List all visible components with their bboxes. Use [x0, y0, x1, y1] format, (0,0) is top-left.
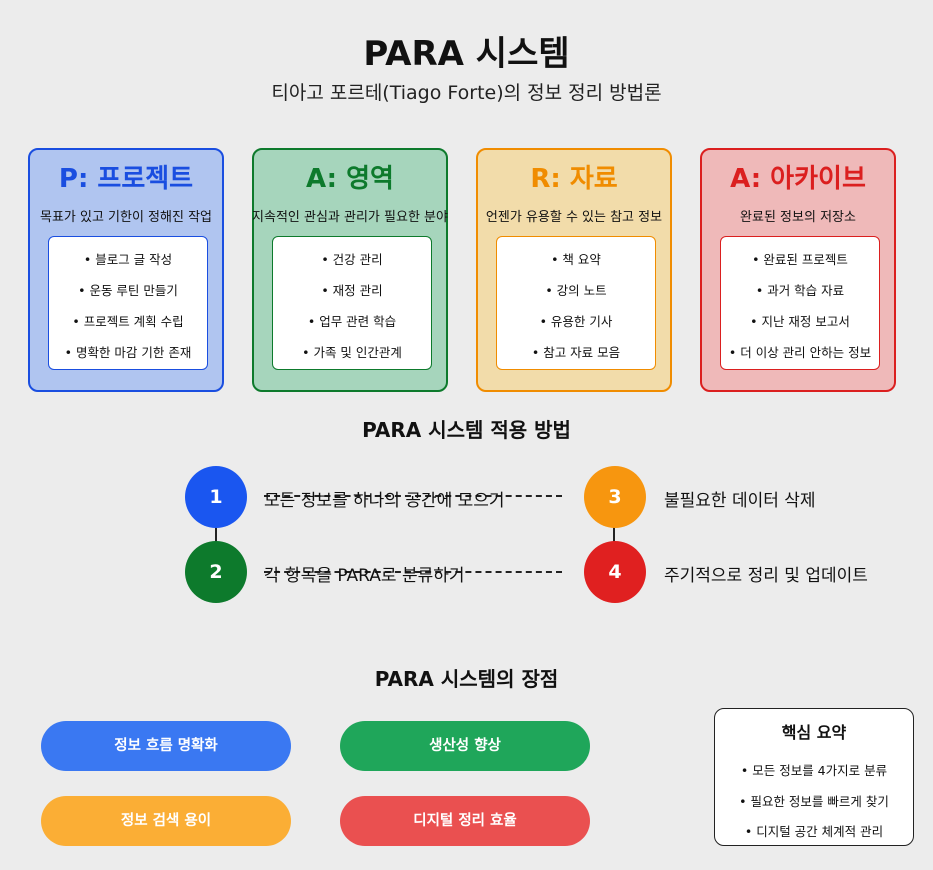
list-item: • 디지털 공간 체계적 관리 — [744, 824, 884, 839]
card-projects: P: 프로젝트 목표가 있고 기한이 정해진 작업 • 블로그 글 작성 • 운… — [28, 148, 224, 392]
list-item: • 운동 루틴 만들기 — [78, 283, 178, 298]
list-item: • 완료된 프로젝트 — [752, 252, 848, 267]
step-label: 불필요한 데이터 삭제 — [664, 491, 816, 511]
card-item-list: • 책 요약 • 강의 노트 • 유용한 기사 • 참고 자료 모음 — [496, 236, 656, 370]
list-item: • 업무 관련 학습 — [307, 314, 397, 329]
card-item-list: • 완료된 프로젝트 • 과거 학습 자료 • 지난 재정 보고서 • 더 이상… — [720, 236, 880, 370]
dashed-connector — [264, 571, 562, 573]
page-subtitle: 티아고 포르테(Tiago Forte)의 정보 정리 방법론 — [271, 82, 662, 104]
card-description: 목표가 있고 기한이 정해진 작업 — [39, 210, 212, 225]
step-label: 주기적으로 정리 및 업데이트 — [664, 566, 868, 586]
list-item: • 모든 정보를 4가지로 분류 — [740, 763, 888, 778]
connector-line — [613, 510, 615, 560]
benefit-pill: 디지털 정리 효율 — [340, 796, 590, 846]
list-item: • 유용한 기사 — [539, 314, 613, 329]
list-item: • 책 요약 — [551, 252, 601, 267]
card-archives: A: 아카이브 완료된 정보의 저장소 • 완료된 프로젝트 • 과거 학습 자… — [700, 148, 896, 392]
step-label: 모든 정보를 하나의 공간에 모으기 — [264, 491, 505, 511]
card-title: R: 자료 — [530, 164, 618, 194]
list-item: • 건강 관리 — [321, 252, 383, 267]
card-item-list: • 블로그 글 작성 • 운동 루틴 만들기 • 프로젝트 계획 수립 • 명확… — [48, 236, 208, 370]
list-item: • 더 이상 관리 안하는 정보 — [728, 345, 872, 360]
list-item: • 명확한 마감 기한 존재 — [64, 345, 192, 360]
card-title: P: 프로젝트 — [58, 164, 194, 194]
list-item: • 가족 및 인간관계 — [302, 345, 402, 360]
benefit-pill: 정보 흐름 명확화 — [41, 721, 291, 771]
list-item: • 지난 재정 보고서 — [750, 314, 850, 329]
step-circle: 1 — [185, 466, 247, 528]
benefit-pill: 정보 검색 용이 — [41, 796, 291, 846]
benefit-pill: 생산성 향상 — [340, 721, 590, 771]
card-areas: A: 영역 지속적인 관심과 관리가 필요한 분야 • 건강 관리 • 재정 관… — [252, 148, 448, 392]
method-title: PARA 시스템 적용 방법 — [362, 418, 571, 442]
list-item: • 강의 노트 — [545, 283, 607, 298]
card-description: 언젠가 유용할 수 있는 참고 정보 — [485, 210, 663, 225]
card-title: A: 영역 — [306, 164, 394, 194]
card-description: 지속적인 관심과 관리가 필요한 분야 — [252, 210, 448, 225]
step-circle: 2 — [185, 541, 247, 603]
list-item: • 과거 학습 자료 — [755, 283, 845, 298]
card-description: 완료된 정보의 저장소 — [740, 210, 856, 225]
card-resources: R: 자료 언젠가 유용할 수 있는 참고 정보 • 책 요약 • 강의 노트 … — [476, 148, 672, 392]
card-item-list: • 건강 관리 • 재정 관리 • 업무 관련 학습 • 가족 및 인간관계 — [272, 236, 432, 370]
connector-line — [215, 510, 217, 560]
list-item: • 프로젝트 계획 수립 — [72, 314, 184, 329]
list-item: • 블로그 글 작성 — [83, 252, 173, 267]
list-item: • 필요한 정보를 빠르게 찾기 — [739, 794, 889, 809]
benefits-title: PARA 시스템의 장점 — [374, 667, 559, 691]
page-title: PARA 시스템 — [363, 34, 570, 74]
list-item: • 재정 관리 — [321, 283, 383, 298]
summary-box: 핵심 요약 • 모든 정보를 4가지로 분류 • 필요한 정보를 빠르게 찾기 … — [714, 708, 914, 846]
step-circle: 4 — [584, 541, 646, 603]
step-label: 각 항목을 PARA로 분류하기 — [264, 566, 465, 586]
list-item: • 참고 자료 모음 — [531, 345, 621, 360]
card-title: A: 아카이브 — [730, 164, 866, 194]
summary-title: 핵심 요약 — [781, 723, 847, 742]
dashed-connector — [264, 495, 562, 497]
step-circle: 3 — [584, 466, 646, 528]
